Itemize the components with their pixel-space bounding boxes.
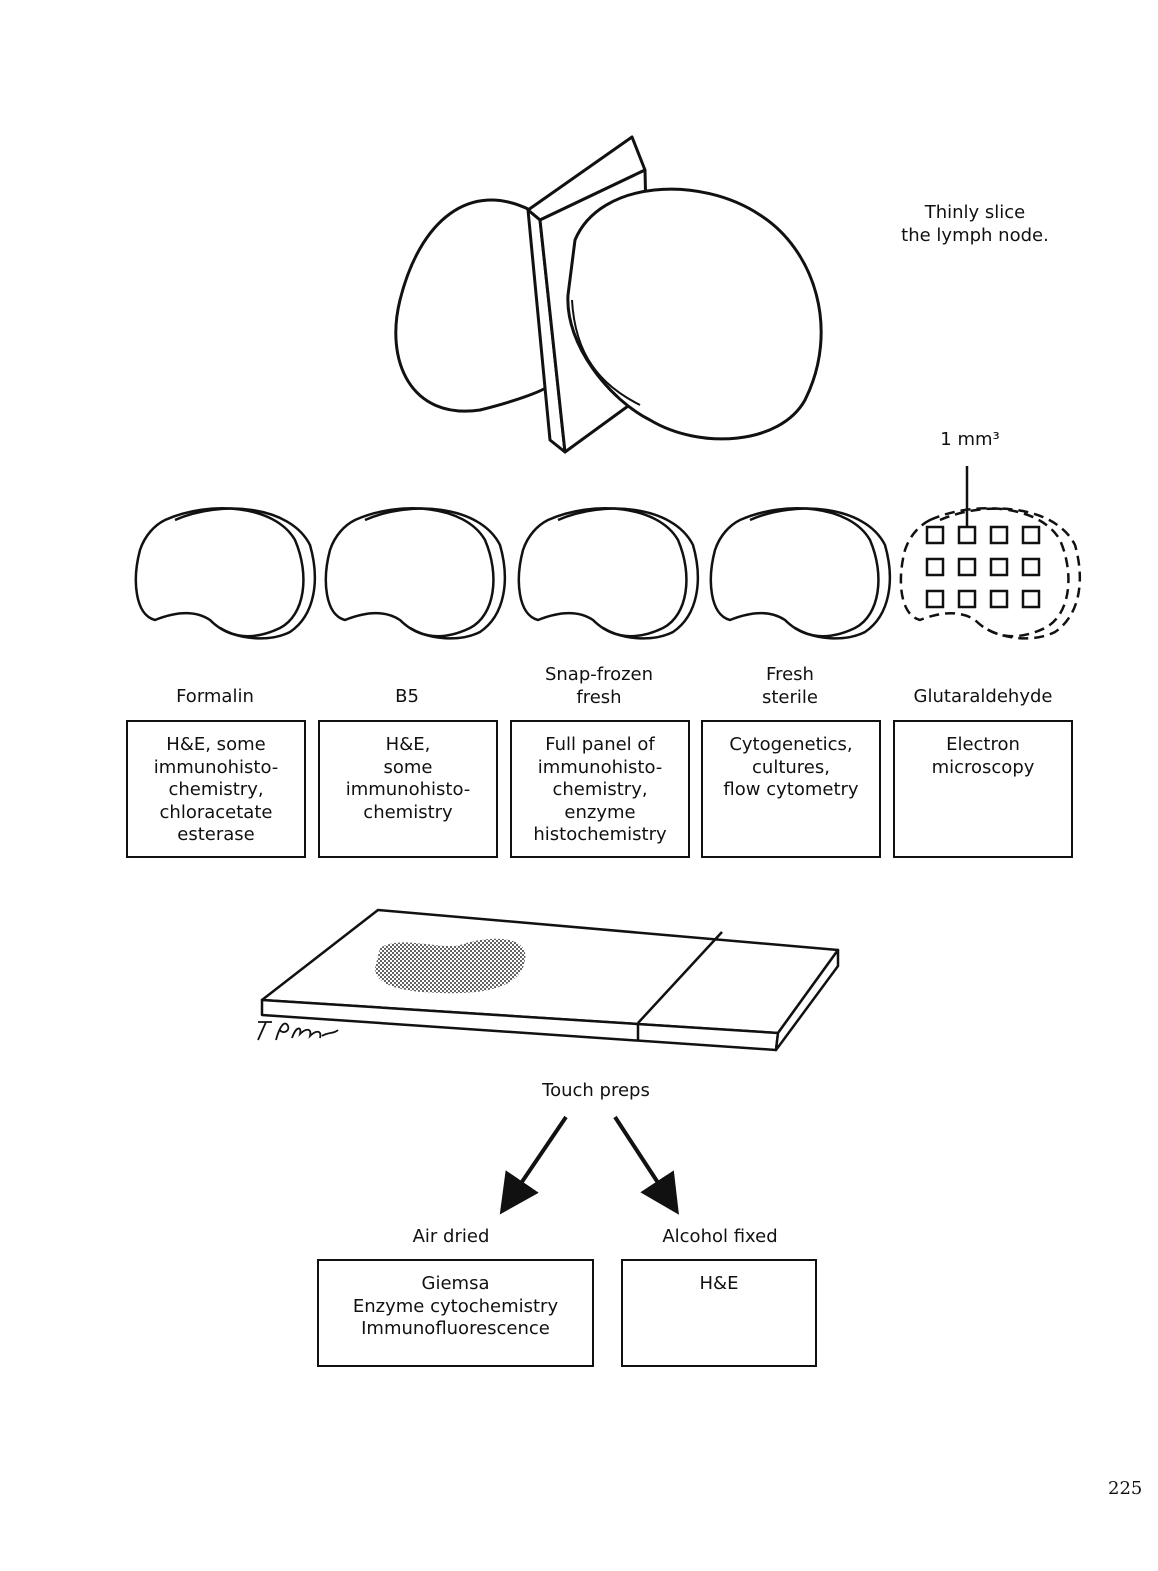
uses-box-glutaraldehyde: Electron microscopy <box>893 720 1073 858</box>
prep-uses-line: Giemsa <box>421 1273 490 1294</box>
fixative-label-line: Glutaraldehyde <box>913 686 1053 707</box>
uses-line: chemistry <box>363 801 453 823</box>
uses-line: chemistry, <box>168 779 264 800</box>
touch-prep-imprint <box>375 938 526 994</box>
prep-uses-box-air-dried: Giemsa Enzyme cytochemistry Immunofluore… <box>317 1259 594 1367</box>
fixative-label-fresh-sterile: Fresh sterile <box>701 664 879 709</box>
prep-label-alcohol-fixed: Alcohol fixed <box>662 1226 778 1247</box>
sample-size-label: 1 mm³ <box>940 429 1000 450</box>
uses-line: H&E, <box>385 734 431 755</box>
artist-signature <box>257 1021 339 1041</box>
fixative-label-line: B5 <box>395 686 419 707</box>
uses-line: chloracetate <box>159 801 273 823</box>
page-number: 225 <box>1108 1478 1143 1499</box>
uses-line: immunohisto- <box>153 756 279 778</box>
uses-line: immunohisto- <box>537 756 663 778</box>
slice-snap-frozen <box>517 507 699 640</box>
instruction-line-1: Thinly slice <box>924 202 1026 223</box>
uses-line: H&E, some <box>166 734 266 755</box>
uses-box-formalin: H&E, some immunohisto- chemistry, chlora… <box>126 720 306 858</box>
uses-line: cultures, <box>752 756 830 778</box>
arrow-to-alcohol-fixed <box>613 1115 679 1215</box>
cube-grid <box>925 525 1041 609</box>
fixative-label-b5: B5 <box>318 686 496 709</box>
prep-uses-line: Enzyme cytochemistry <box>352 1295 559 1317</box>
glass-slide <box>260 908 840 1052</box>
fixative-label-snap-frozen: Snap-frozen fresh <box>510 664 688 709</box>
uses-line: Electron <box>946 734 1020 755</box>
prep-uses-box-alcohol-fixed: H&E <box>621 1259 817 1367</box>
uses-line: some <box>383 756 433 778</box>
uses-box-snap-frozen: Full panel of immunohisto- chemistry, en… <box>510 720 690 858</box>
lymph-node-right-half <box>566 187 823 441</box>
lymph-node-left-half <box>394 198 552 413</box>
uses-line: Cytogenetics, <box>729 734 853 755</box>
uses-line: enzyme <box>564 801 636 823</box>
uses-line: chemistry, <box>552 779 648 800</box>
fixative-label-line: fresh <box>576 686 622 708</box>
prep-uses-line: H&E <box>699 1273 739 1294</box>
slice-b5 <box>324 507 506 640</box>
arrow-to-air-dried <box>499 1115 568 1215</box>
fixative-label-formalin: Formalin <box>126 686 304 709</box>
uses-line: histochemistry <box>533 824 667 845</box>
prep-label-air-dried: Air dried <box>412 1226 490 1247</box>
fixative-label-line: sterile <box>762 686 818 708</box>
uses-box-fresh-sterile: Cytogenetics, cultures, flow cytometry <box>701 720 881 858</box>
instruction-line-2: the lymph node. <box>901 224 1049 246</box>
fixative-label-line: Fresh <box>766 664 814 685</box>
uses-line: esterase <box>177 824 255 845</box>
uses-line: immunohisto- <box>345 779 471 800</box>
prep-uses-line: Immunofluorescence <box>361 1318 550 1339</box>
slice-fresh-sterile <box>709 507 891 640</box>
touch-preps-label: Touch preps <box>542 1080 650 1101</box>
fixative-label-line: Formalin <box>176 686 254 707</box>
instruction-text: Thinly slice the lymph node. <box>880 202 1070 247</box>
slice-formalin <box>134 507 316 640</box>
uses-line: Full panel of <box>545 734 655 755</box>
uses-line: microscopy <box>931 756 1035 778</box>
fixative-label-line: Snap-frozen <box>544 664 654 685</box>
fixative-label-glutaraldehyde: Glutaraldehyde <box>893 686 1073 709</box>
uses-line: flow cytometry <box>723 779 859 800</box>
uses-box-b5: H&E, some immunohisto- chemistry <box>318 720 498 858</box>
